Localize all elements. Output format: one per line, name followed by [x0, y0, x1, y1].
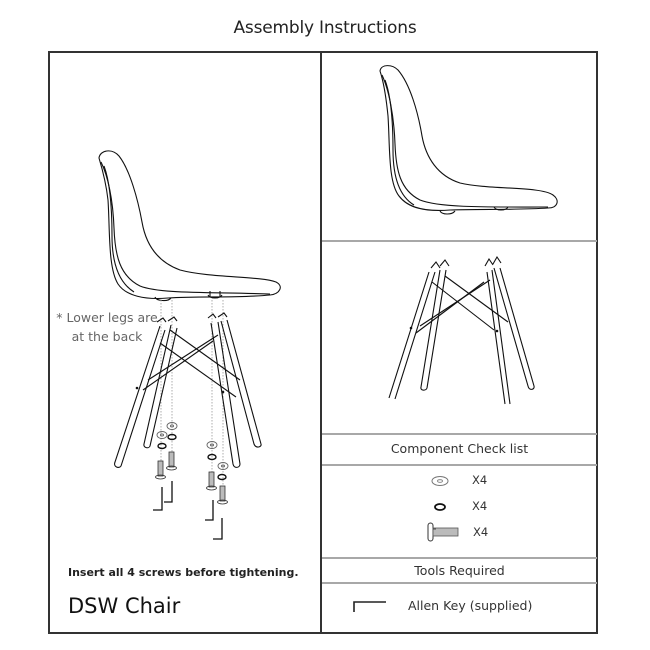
lower-legs-note: * Lower legs are at the back — [56, 310, 158, 344]
screw-quantity: X4 — [473, 525, 489, 539]
divider-base-checklist — [322, 433, 597, 435]
panel-divider — [320, 51, 322, 634]
divider-tools-items — [322, 582, 597, 584]
component-item-spring-washer: X4 — [322, 496, 597, 516]
component-item-screw: X4 — [322, 522, 597, 542]
document-title: Assembly Instructions — [233, 18, 417, 38]
component-checklist-heading: Component Check list — [390, 441, 529, 456]
allen-key-label: Allen Key (supplied) — [408, 598, 533, 613]
tools-required-heading: Tools Required — [414, 563, 505, 578]
spring-washer-icon — [434, 503, 446, 511]
divider-checklist-items — [322, 464, 597, 466]
component-item-washer: X4 — [322, 470, 597, 490]
allen-key-icon — [353, 601, 386, 612]
tool-item-allen-key: Allen Key (supplied) — [322, 592, 597, 622]
product-name: DSW Chair — [68, 594, 181, 618]
spring-washer-quantity: X4 — [472, 499, 488, 513]
divider-seat-base — [322, 240, 597, 242]
tightening-instruction: Insert all 4 screws before tightening. — [68, 566, 299, 579]
washer-icon — [431, 476, 449, 486]
instruction-frame — [48, 51, 598, 634]
divider-checklist-tools — [322, 557, 597, 559]
screw-icon — [427, 522, 459, 542]
washer-quantity: X4 — [472, 473, 488, 487]
